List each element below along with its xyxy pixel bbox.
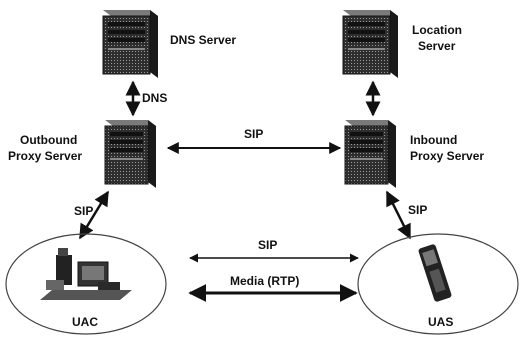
computer-icon [40,248,132,300]
dns-server-icon [102,10,158,78]
location-server-label-line2: Server [418,39,456,53]
uac-label: UAC [72,315,98,329]
location-server-icon [342,10,398,78]
inbound-proxy-server-icon [344,120,396,188]
inbound-proxy-label-line1: Inbound [410,133,457,147]
ua-sip-label: SIP [258,238,277,252]
media-rtp-label: Media (RTP) [230,274,299,288]
dns-server-label: DNS Server [170,33,236,47]
uas-sip-label: SIP [408,203,427,217]
outbound-proxy-label-line2: Proxy Server [8,149,82,163]
uas-boundary [357,233,519,335]
outbound-proxy-server-icon [104,120,156,188]
uas-sip-arrow [385,190,412,240]
uas-label: UAS [428,315,453,329]
proxy-sip-label: SIP [244,127,263,141]
uac-boundary [5,233,167,335]
inbound-proxy-label-line2: Proxy Server [410,149,484,163]
uac-sip-label: SIP [74,204,93,218]
outbound-proxy-label-line1: Outbound [20,133,77,147]
dns-link-label: DNS [142,91,167,105]
mobile-phone-icon [418,244,452,302]
location-server-label-line1: Location [412,23,462,37]
uac-sip-arrow [78,190,110,240]
